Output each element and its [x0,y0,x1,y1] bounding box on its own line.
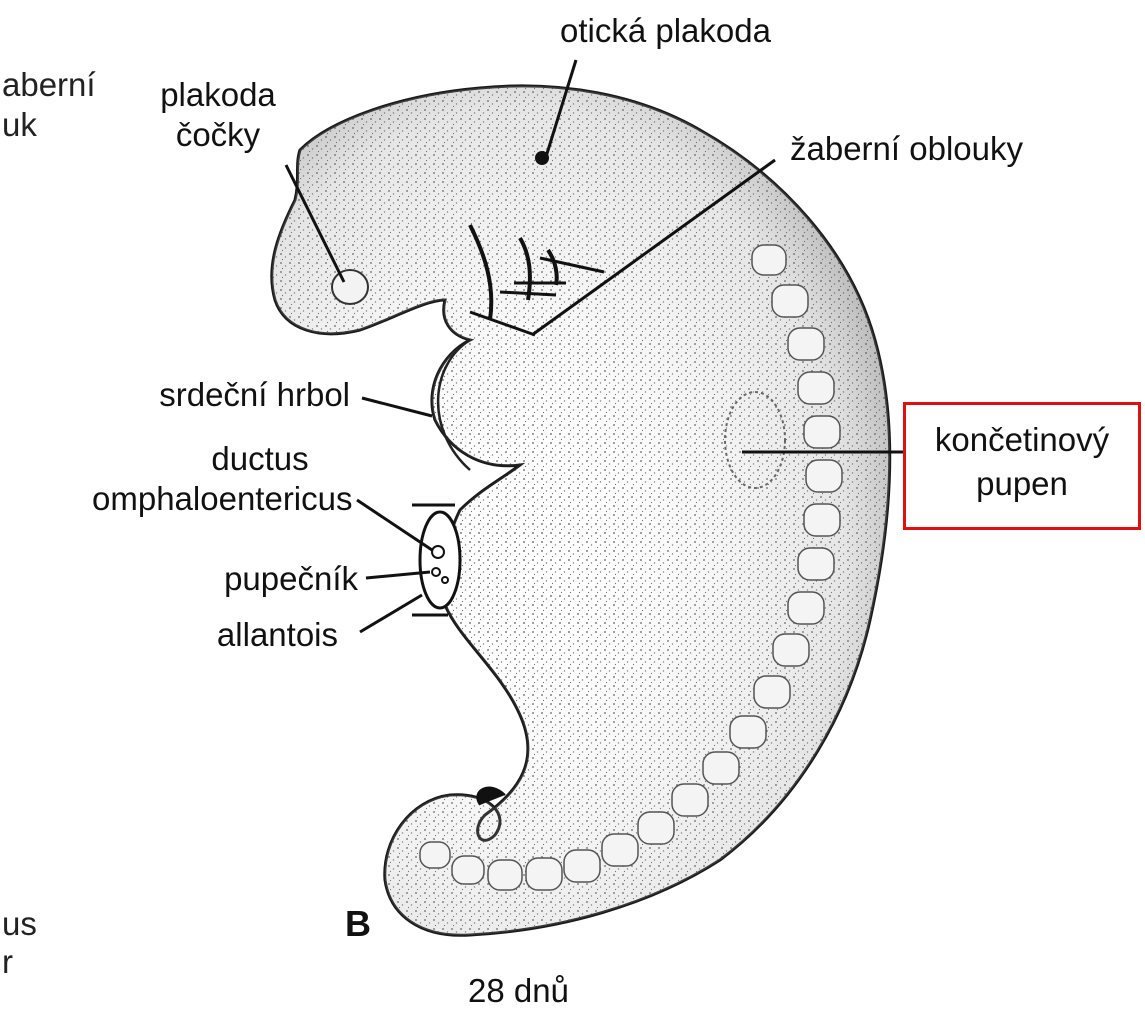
age-caption: 28 dnů [468,972,569,1010]
umbilical-cord-section [420,512,460,608]
embryo-body [272,86,890,935]
label-cropped-top-line1: aberní [2,66,96,104]
label-plakoda-cocky-line1: plakoda [148,76,288,114]
label-koncetinovy-line2: pupen [903,462,1141,506]
label-pupecnik: pupečník [150,560,358,598]
lens-placode-shape [332,270,368,304]
label-cropped-bottom-line2: r [2,943,13,981]
label-oticka-plakoda: otická plakoda [560,12,771,50]
label-ductus-line1: ductus [195,440,325,478]
label-cropped-top-line2: uk [2,106,37,144]
label-koncetinovy-line1: končetinový [903,418,1141,462]
label-cropped-bottom-line1: us [2,905,37,943]
panel-letter: B [345,905,371,943]
label-allantois: allantois [150,616,338,654]
label-plakoda-cocky-line2: čočky [148,116,288,154]
label-ductus-line2: omphaloentericus [92,480,353,518]
label-srdecni-hrbol: srdeční hrbol [80,376,350,414]
label-zaberni-oblouky: žaberní oblouky [790,130,1023,168]
label-koncetinovy-pupen: končetinový pupen [903,418,1141,506]
